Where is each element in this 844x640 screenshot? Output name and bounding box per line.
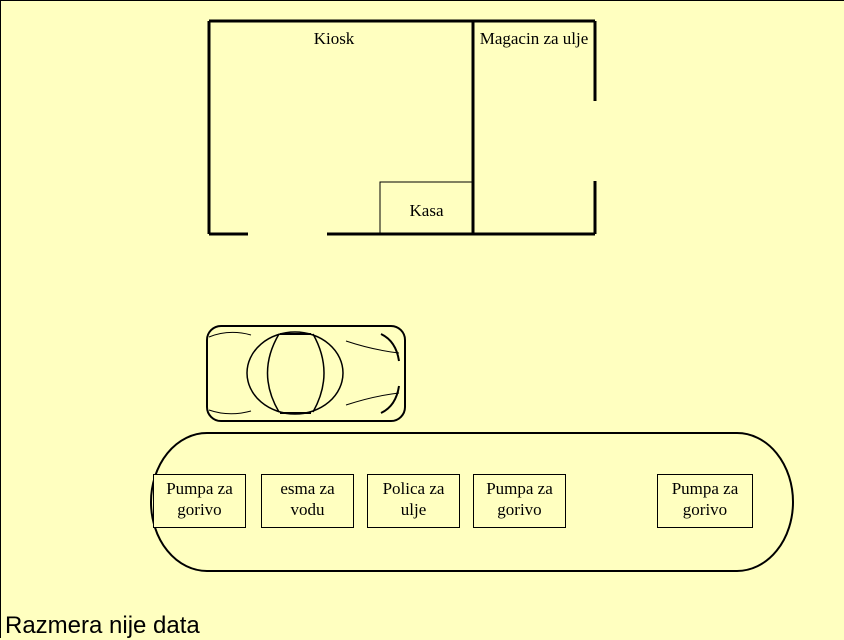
cashier-box	[379, 181, 474, 235]
cashier-label: Kasa	[409, 201, 444, 220]
oil-storage-label: Magacin za ulje	[479, 29, 589, 48]
fuel-pump-1: Pumpa za gorivo	[153, 474, 246, 528]
oil-shelf: Polica za ulje	[367, 474, 460, 528]
kiosk-label: Kiosk	[313, 29, 355, 48]
car-icon	[206, 325, 406, 422]
water-station: esma za vodu	[261, 474, 354, 528]
fuel-pump-2: Pumpa za gorivo	[473, 474, 566, 528]
fuel-pump-3: Pumpa za gorivo	[657, 474, 753, 528]
scale-note: Razmera nije data	[5, 612, 200, 639]
building-walls	[207, 19, 597, 236]
pump-island	[150, 432, 794, 572]
